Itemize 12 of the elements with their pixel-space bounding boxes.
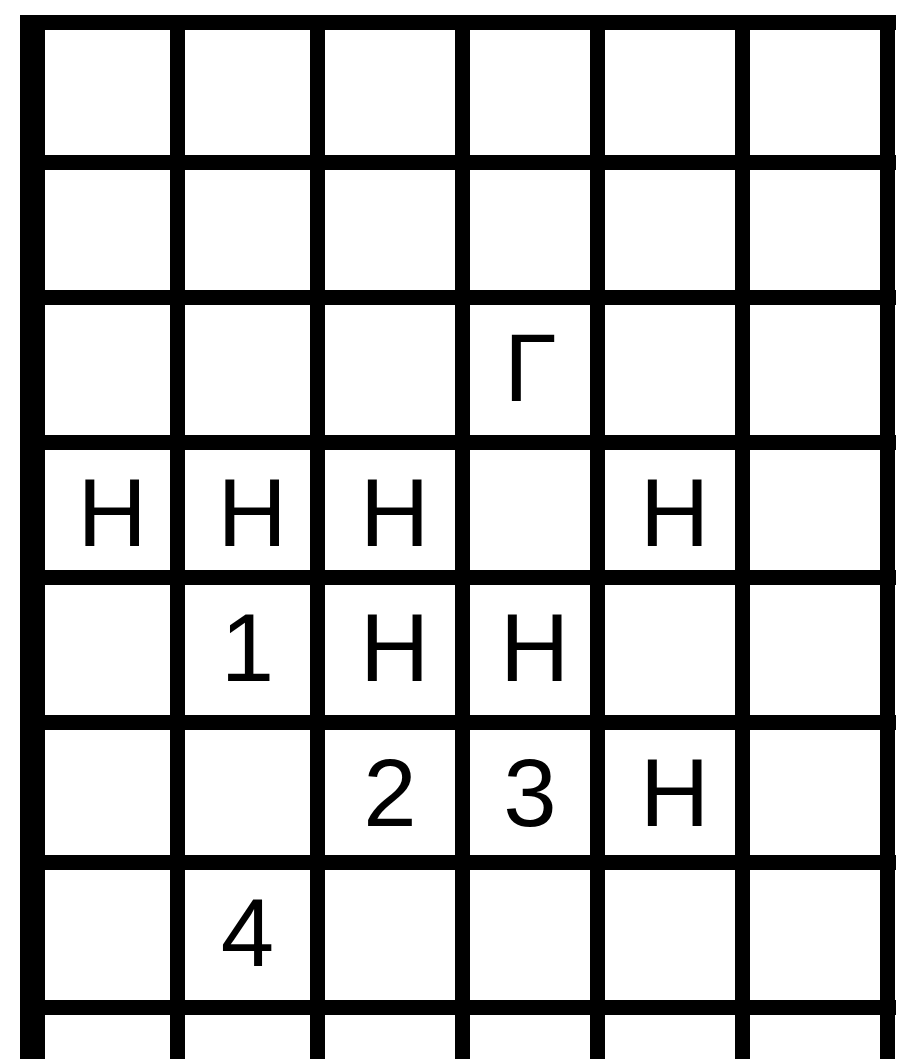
clue-number: 3: [502, 745, 558, 841]
grid-letter: Г: [503, 320, 557, 416]
grid-letter: Н: [217, 465, 278, 561]
grid-letter: Н: [360, 600, 420, 696]
grid-letter: Н: [640, 465, 700, 561]
grid-letter: Н: [640, 745, 700, 841]
grid-letter: Н: [77, 465, 138, 561]
clue-number: 1: [219, 600, 276, 696]
clue-number: 4: [219, 885, 276, 981]
clue-number: 2: [362, 745, 418, 841]
grid-letter: Н: [360, 465, 420, 561]
grid-letter: Н: [500, 600, 560, 696]
